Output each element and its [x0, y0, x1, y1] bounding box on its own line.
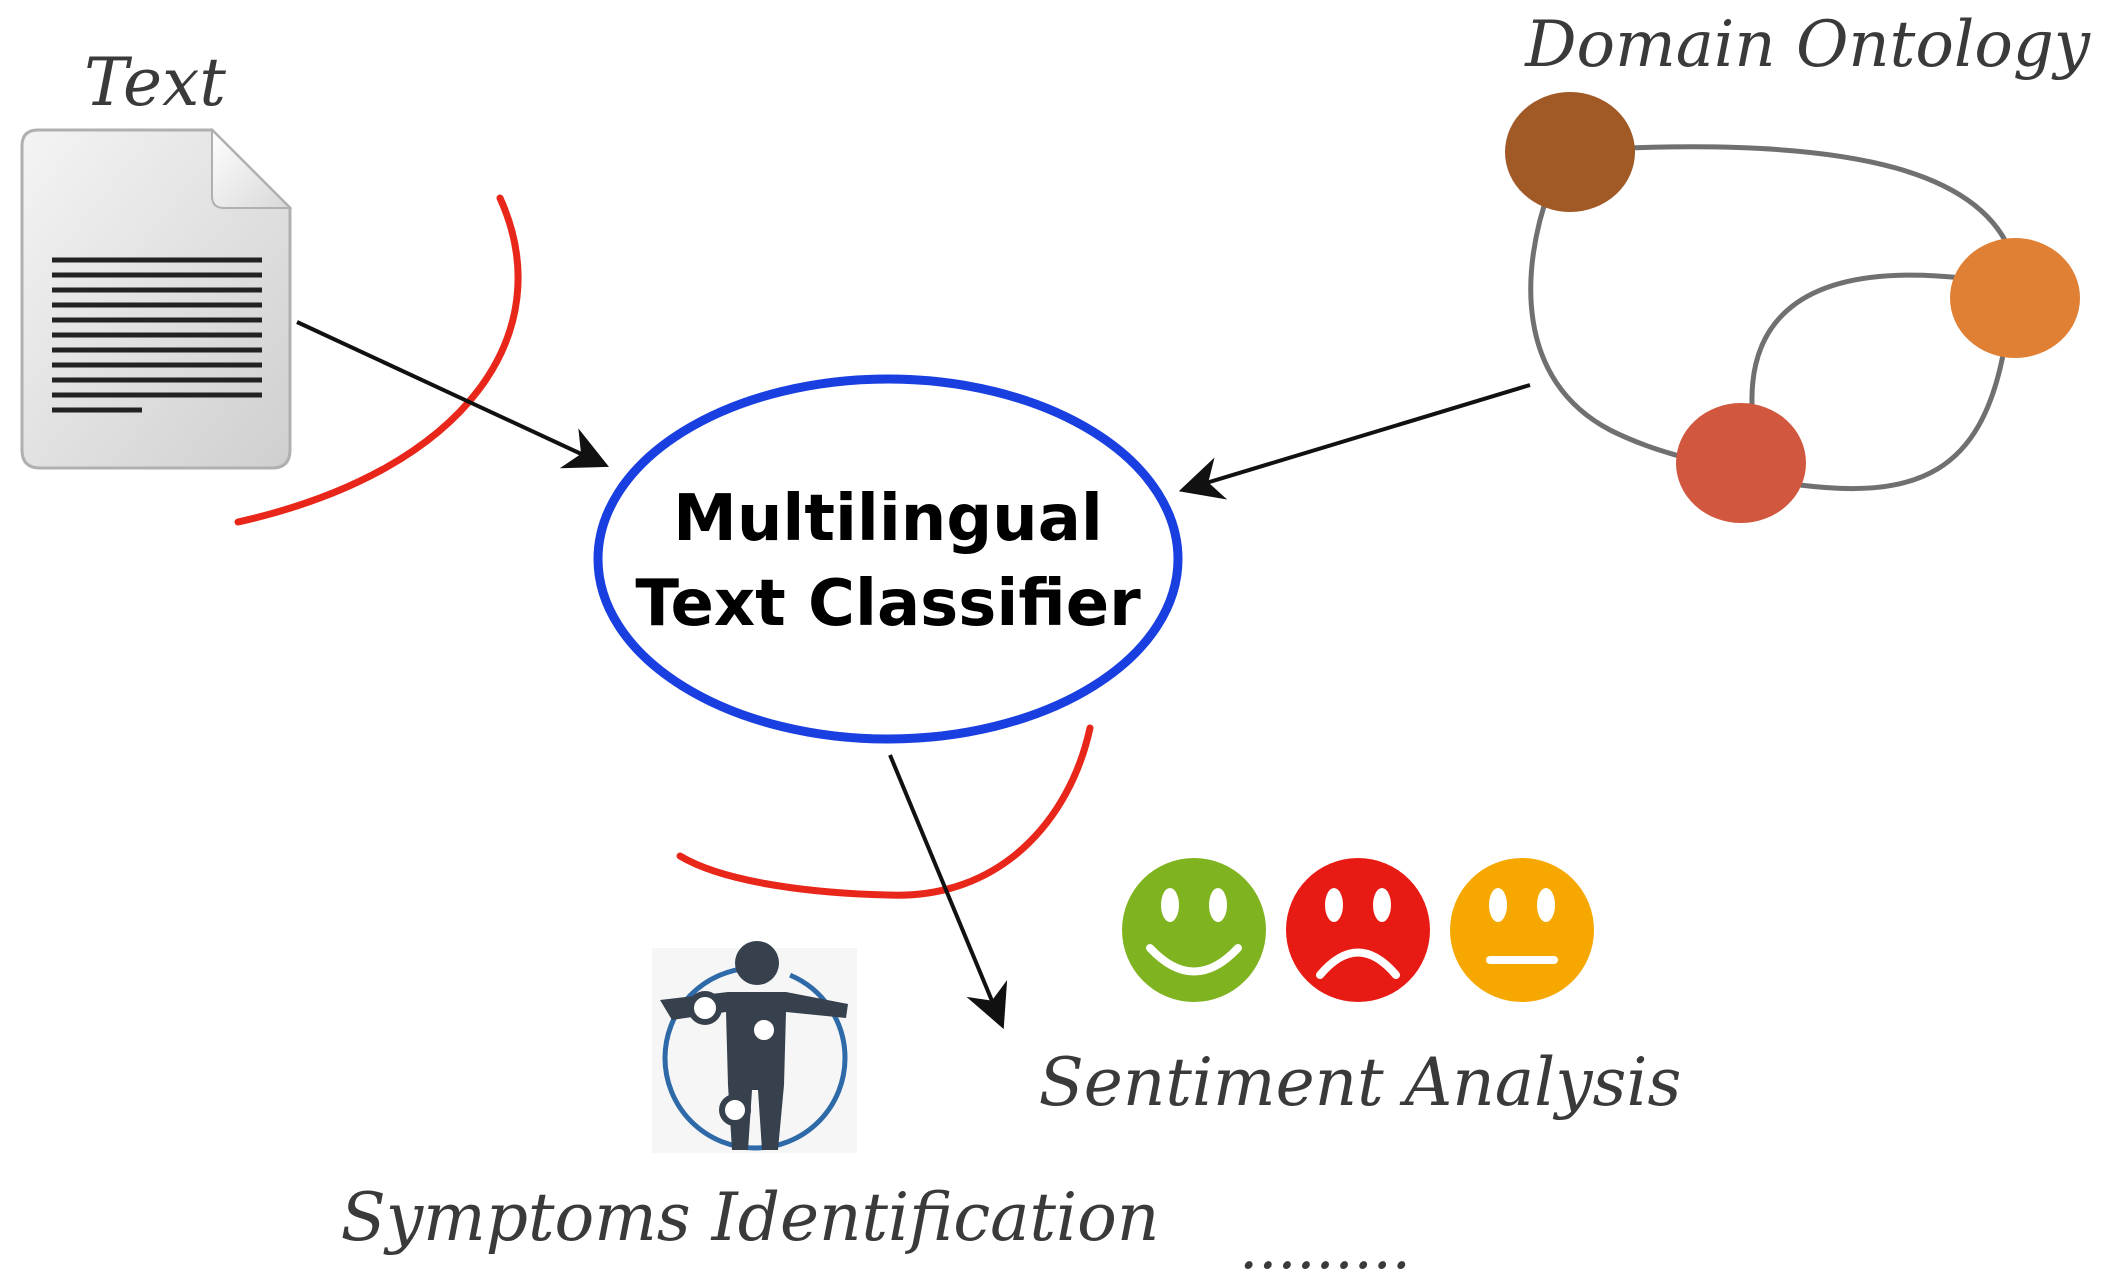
arrow-ontology-to-classifier	[1178, 383, 1531, 500]
ontology-node	[1505, 92, 1635, 212]
red-arc-bottom	[676, 724, 1094, 899]
classifier-label-line2: Text Classifier	[635, 567, 1141, 641]
ontology-edge	[1627, 144, 2018, 266]
arrow-classifier-to-outputs	[888, 754, 1008, 1030]
ellipsis-label: .........	[1239, 1213, 1411, 1276]
classifier-label-line1: Multilingual	[673, 482, 1103, 556]
sad-face-icon	[1286, 858, 1430, 1002]
ontology-graph	[1528, 144, 2018, 492]
ontology-label: Domain Ontology	[1524, 8, 2091, 82]
classifier-ellipse	[593, 374, 1183, 744]
ontology-node	[1676, 403, 1806, 523]
ontology-edge	[1528, 187, 1692, 463]
ontology-node	[1950, 238, 2080, 358]
ontology-edge	[1799, 354, 2006, 492]
happy-face-icon	[1122, 858, 1266, 1002]
sentiment-label: Sentiment Analysis	[1039, 1044, 1682, 1121]
arrow-text-to-classifier	[296, 320, 609, 469]
neutral-face-icon	[1450, 858, 1594, 1002]
ontology-edge	[1749, 272, 1963, 406]
symptoms-label: Symptoms Identification	[341, 1179, 1160, 1256]
red-arc-left	[234, 194, 522, 526]
text-input-label: Text	[84, 44, 226, 121]
body-symptoms-icon	[652, 941, 857, 1153]
document-icon	[20, 127, 293, 470]
